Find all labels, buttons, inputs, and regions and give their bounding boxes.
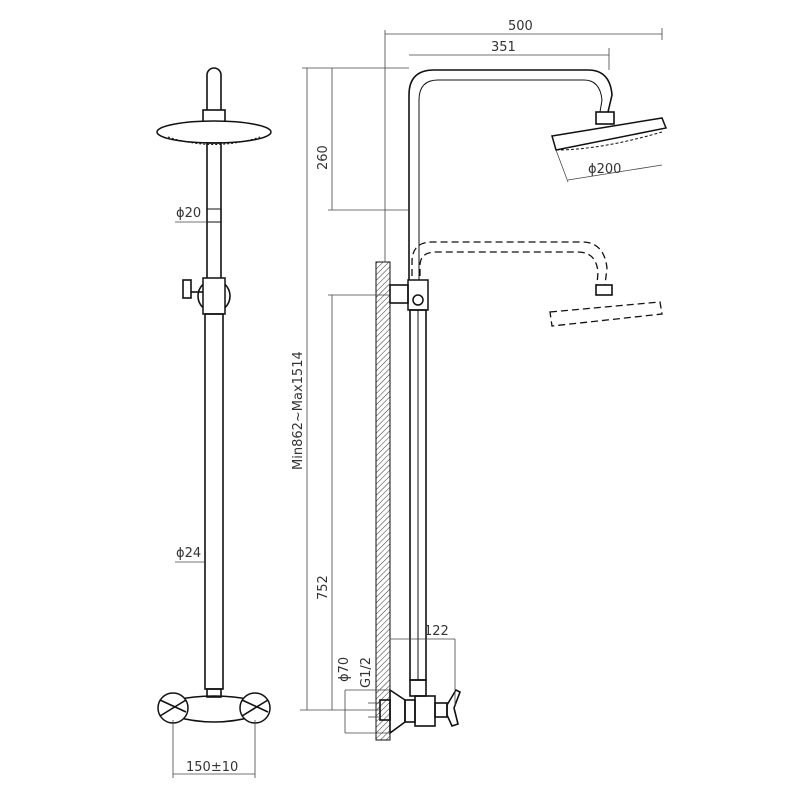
dim-thread: G1/2	[359, 657, 374, 688]
dim-lower-tube-diameter: ϕ24	[176, 546, 201, 561]
head-connector	[202, 109, 226, 123]
front-view: ϕ20 ϕ24 150±10	[156, 67, 272, 778]
shower-head-front	[156, 120, 272, 144]
dim-arm-height: 260	[316, 145, 331, 170]
dim-arm-reach: 351	[491, 40, 516, 55]
bracket-knob	[182, 279, 192, 299]
shower-head-side	[551, 117, 668, 151]
wall-bracket	[389, 284, 409, 304]
wall	[375, 261, 391, 741]
dim-projection: 122	[424, 624, 449, 639]
dim-upper-tube-diameter: ϕ20	[176, 206, 201, 221]
dim-flange-diameter: ϕ70	[337, 657, 352, 682]
valve-handle	[446, 688, 462, 727]
nozzles	[167, 136, 261, 145]
lower-tube	[204, 313, 224, 690]
shower-arm-lowered	[411, 241, 608, 286]
dim-overall-width: 500	[508, 19, 533, 34]
dim-inlet-height: 752	[316, 575, 331, 600]
flange	[389, 688, 406, 735]
upper-tube	[206, 142, 222, 284]
dim-inlet-spacing: 150±10	[186, 760, 238, 775]
shower-arm-outer	[408, 69, 613, 290]
shower-head-lowered	[549, 301, 663, 327]
dim-height-range: Min862~Max1514	[291, 351, 306, 470]
dim-head-diameter: ϕ200	[588, 162, 621, 177]
shower-arm-inner	[418, 79, 603, 290]
valve-body	[414, 695, 436, 727]
side-view: 500 351 260 ϕ200 Min862~Max1514 752 ϕ70 …	[291, 19, 668, 741]
top-arm-end	[206, 67, 222, 110]
